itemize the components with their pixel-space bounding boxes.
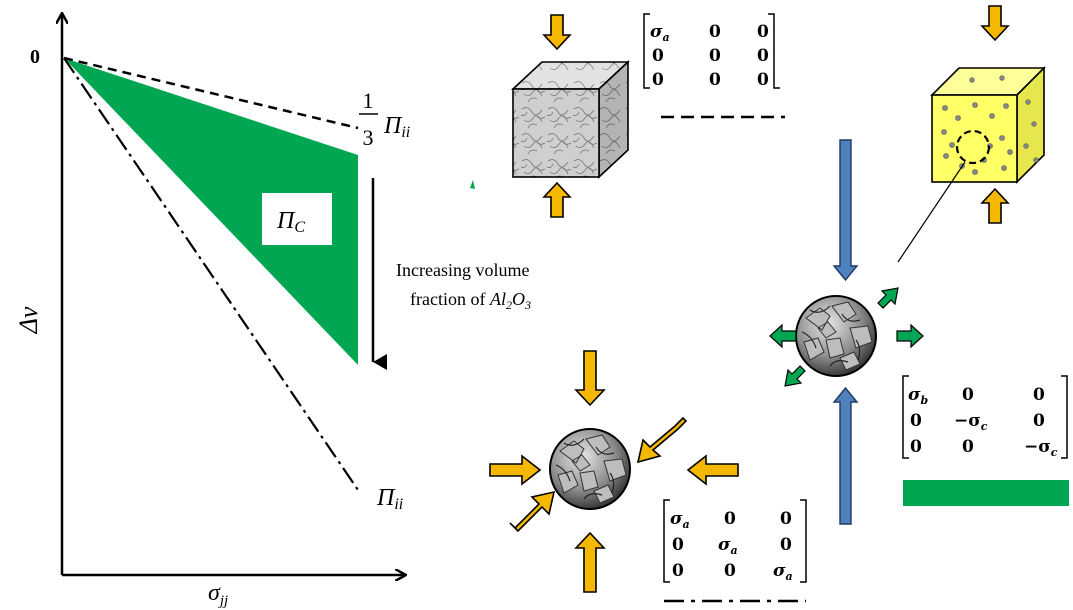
svg-text:0: 0 [652, 46, 664, 66]
svg-text:σa: σa [718, 535, 738, 557]
composite-particle-icon [769, 139, 924, 525]
svg-text:0: 0 [709, 46, 721, 66]
svg-text:−σc: −σc [954, 411, 988, 433]
origin-label: 0 [30, 46, 40, 68]
composite-stress-matrix: σb 0 0 0 −σc 0 0 0 −σc [902, 375, 1069, 506]
x-axis-label: σjj [208, 580, 228, 609]
stray-green-mark [470, 180, 475, 189]
y-axis-label: Δv [14, 306, 43, 334]
hydrostatic-stress-matrix: σa 0 0 0 σa 0 0 0 σa [663, 499, 807, 603]
composite-region [64, 58, 358, 365]
svg-text:0: 0 [962, 385, 974, 405]
svg-text:σb: σb [908, 385, 929, 407]
stress-volume-plot: 0 Δv σjj 1 3 Πii Πii ΠC Increasing volum… [14, 14, 531, 609]
bottom-pole [832, 386, 859, 525]
yellow-composite-cube-icon [897, 5, 1046, 263]
svg-text:0: 0 [724, 509, 736, 529]
upper-bound-label: Πii [383, 113, 410, 141]
top-pole [832, 139, 859, 282]
svg-text:0: 0 [757, 22, 769, 42]
svg-text:0: 0 [962, 437, 974, 457]
uniaxial-stress-matrix: σa 0 0 0 0 0 0 0 0 [643, 13, 785, 119]
svg-text:0: 0 [910, 437, 922, 457]
svg-text:σa: σa [773, 561, 793, 583]
svg-text:0: 0 [672, 561, 684, 581]
svg-text:0: 0 [652, 70, 664, 90]
svg-text:0: 0 [1033, 385, 1045, 405]
svg-text:0: 0 [780, 509, 792, 529]
svg-text:0: 0 [1033, 411, 1045, 431]
composite-legend-swatch [903, 480, 1069, 506]
hydrostatic-particle-icon [489, 350, 739, 593]
svg-text:0: 0 [724, 561, 736, 581]
lower-bound-label: Πii [376, 485, 403, 513]
svg-text:0: 0 [910, 411, 922, 431]
bottom-load-arrow [542, 181, 572, 218]
svg-text:σa: σa [670, 509, 690, 531]
zoom-leader-line [897, 161, 966, 263]
svg-text:3: 3 [363, 125, 374, 150]
upper-bound-dashed-line [63, 56, 359, 130]
lower-bound-dashdot-line [63, 57, 359, 491]
svg-text:1: 1 [363, 88, 374, 113]
svg-text:0: 0 [757, 46, 769, 66]
arrow-caption-line2: fraction of Al2O3 [410, 289, 531, 312]
svg-text:0: 0 [709, 70, 721, 90]
svg-text:σa: σa [650, 22, 670, 44]
one-third-fraction: 1 3 [359, 88, 378, 150]
composite-label: ΠC [276, 208, 305, 236]
svg-text:0: 0 [709, 22, 721, 42]
gray-cube-icon [510, 14, 631, 218]
svg-text:0: 0 [672, 535, 684, 555]
svg-text:0: 0 [757, 70, 769, 90]
top-load-arrow [543, 14, 571, 50]
inclusion-highlight [955, 129, 991, 165]
composite-label-box [262, 193, 332, 245]
arrow-caption-line1: Increasing volume [396, 260, 529, 280]
svg-text:0: 0 [780, 535, 792, 555]
svg-text:−σc: −σc [1024, 437, 1058, 459]
